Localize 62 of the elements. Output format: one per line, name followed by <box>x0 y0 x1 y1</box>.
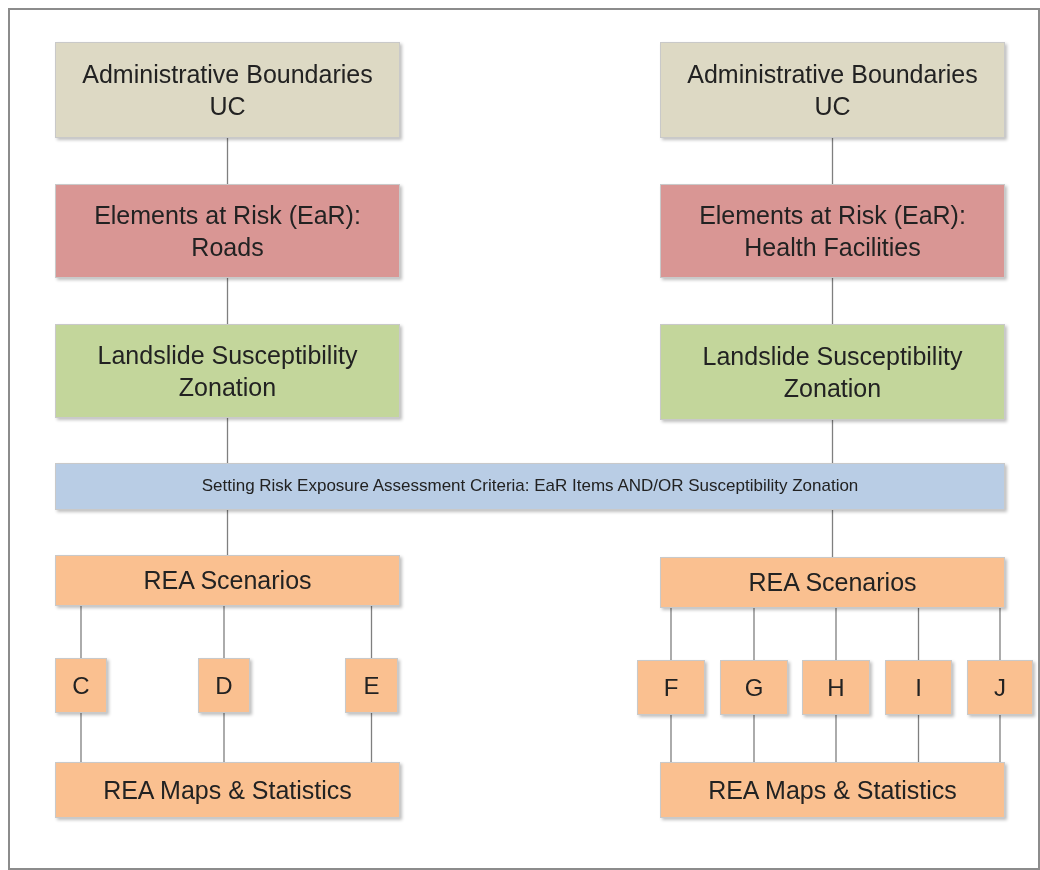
connector-line <box>831 137 834 185</box>
process-box <box>637 660 705 715</box>
process-box <box>660 762 1005 818</box>
connector-line <box>917 714 920 763</box>
node-label: Setting Risk Exposure Assessment Criteria: EaR Items AND/OR Susceptibility Zonation <box>201 475 859 498</box>
process-box <box>55 42 400 138</box>
process-box <box>55 658 107 713</box>
connector-line <box>223 712 225 763</box>
process-box <box>660 42 1005 138</box>
node-label: Elements at Risk (EaR): Roads <box>93 199 362 263</box>
node-label: F <box>663 672 679 703</box>
connector-line <box>226 509 229 556</box>
connector-line <box>831 419 834 464</box>
connector-line <box>226 417 229 464</box>
process-box <box>55 463 1005 510</box>
connector-line <box>917 607 920 661</box>
process-box <box>55 184 400 278</box>
node-label: H <box>827 672 845 703</box>
node-label: G <box>744 672 764 703</box>
connector-line <box>831 509 834 558</box>
process-box <box>55 555 400 606</box>
process-box <box>55 324 400 418</box>
process-box <box>720 660 788 715</box>
node-label: C <box>72 670 90 701</box>
node-label: Landslide Susceptibility Zonation <box>96 339 359 403</box>
node-label: REA Scenarios <box>748 567 917 599</box>
connector-line <box>835 714 837 763</box>
process-box <box>660 184 1005 278</box>
connector-line <box>370 605 373 659</box>
process-box <box>885 660 952 715</box>
node-label: Administrative Boundaries UC <box>686 58 979 122</box>
connector-line <box>670 714 672 763</box>
process-box <box>198 658 250 713</box>
connector-line <box>226 137 229 185</box>
connector-line <box>80 712 82 763</box>
connector-line <box>831 277 834 325</box>
node-label: REA Scenarios <box>143 565 312 597</box>
node-label: REA Maps & Statistics <box>708 774 957 806</box>
node-label: J <box>994 672 1006 703</box>
connector-line <box>223 605 225 659</box>
node-label: Landslide Susceptibility Zonation <box>701 340 964 404</box>
connector-line <box>670 607 672 661</box>
process-box <box>345 658 398 713</box>
process-box <box>55 762 400 818</box>
node-label: D <box>215 670 233 701</box>
node-label: Administrative Boundaries UC <box>81 58 374 122</box>
process-box <box>802 660 870 715</box>
connector-line <box>999 714 1001 763</box>
node-label: Elements at Risk (EaR): Health Facilities <box>698 199 967 263</box>
process-box <box>660 324 1005 420</box>
connector-line <box>370 712 373 763</box>
connector-line <box>80 605 82 659</box>
connector-line <box>999 607 1001 661</box>
connector-line <box>226 277 229 325</box>
node-label: E <box>363 670 380 701</box>
connector-line <box>753 714 755 763</box>
connector-line <box>835 607 837 661</box>
process-box <box>660 557 1005 608</box>
connector-line <box>753 607 755 661</box>
node-label: I <box>915 672 922 703</box>
process-box <box>967 660 1033 715</box>
node-label: REA Maps & Statistics <box>103 774 352 806</box>
